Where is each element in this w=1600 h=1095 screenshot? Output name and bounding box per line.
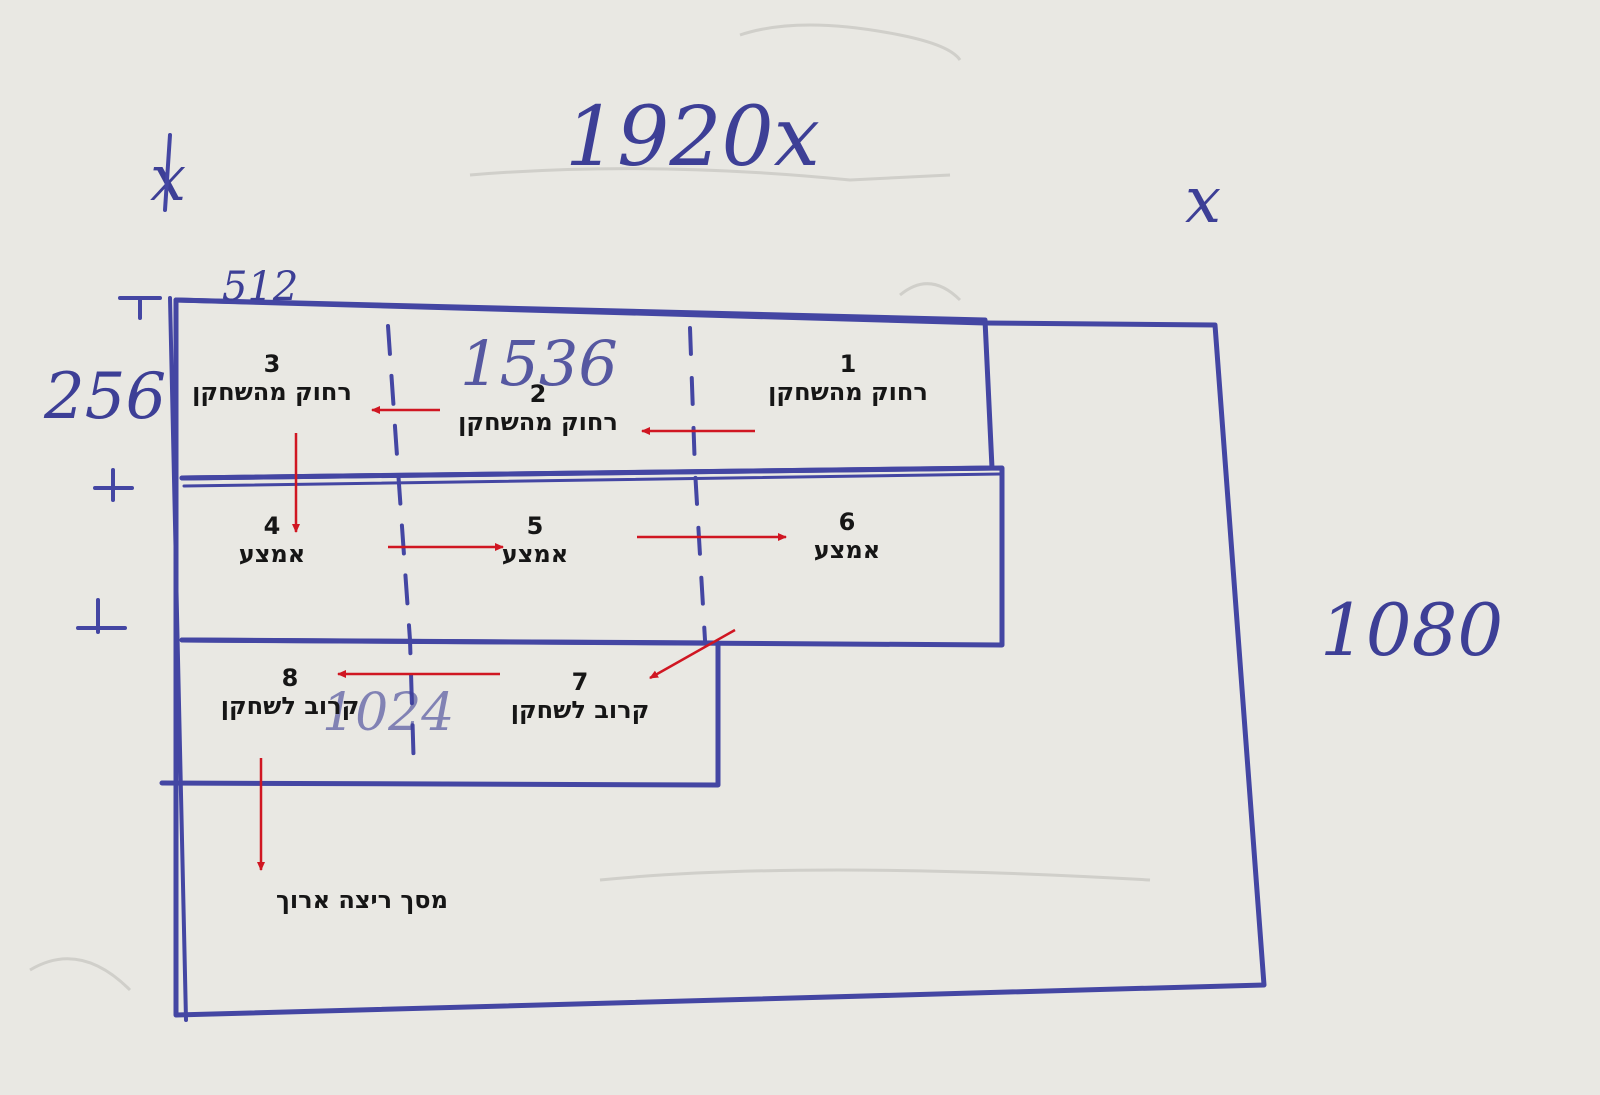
section-6-number: 6 [838,508,856,536]
background-faint-marks [29,23,1151,992]
arrow-6-to-7 [649,628,736,680]
section-4-number: 4 [263,512,281,540]
section-4-label: אמצע [238,540,306,568]
corner-mark-right: x [1185,164,1221,238]
section-5: 5 אמצע [485,512,585,568]
section-7: 7 קרוב לשחקן [505,668,655,724]
section-6: 6 אמצע [797,508,897,564]
section-5-number: 5 [526,512,544,540]
section-1-number: 1 [839,350,857,378]
section-3: 3 רחוק מהשחקן [182,350,362,406]
column-divider-1 [386,324,416,774]
section-6-label: אמצע [813,536,881,564]
section-2-number: 2 [529,380,547,408]
section-4: 4 אמצע [222,512,322,568]
section-3-label: רחוק מהשחקן [192,378,352,406]
flow-arrows [257,406,787,871]
top-width-note: 1920x [565,90,820,185]
section-7-label: קרוב לשחקן [510,696,650,724]
row-far-width-note: 1536 [460,327,618,400]
section-8-number: 8 [281,664,299,692]
left-mark-top: 512 [222,264,298,310]
left-mark-side: 256 [43,360,166,434]
section-3-number: 3 [263,350,281,378]
section-2-label: רחוק מהשחקן [458,408,618,436]
left-tick-marks [76,133,172,634]
section-1: 1 רחוק מהשחקן [758,350,938,406]
row-near-width-note: 1024 [322,683,454,743]
row-middle-double-line [182,472,1002,488]
section-7-number: 7 [571,668,589,696]
height-note: 1080 [1320,588,1503,672]
row-near-outline [159,637,721,788]
section-5-label: אמצע [501,540,569,568]
column-divider-2 [688,326,707,642]
section-1-label: רחוק מהשחקן [768,378,928,406]
section-8-label: קרוב לשחקן [220,692,360,720]
left-edge [168,296,188,1022]
section-8: 8 קרוב לשחקן [215,664,365,720]
final-screen-label: מסך ריצה ארוך [276,886,448,914]
section-2: 2 רחוק מהשחקן [448,380,628,436]
